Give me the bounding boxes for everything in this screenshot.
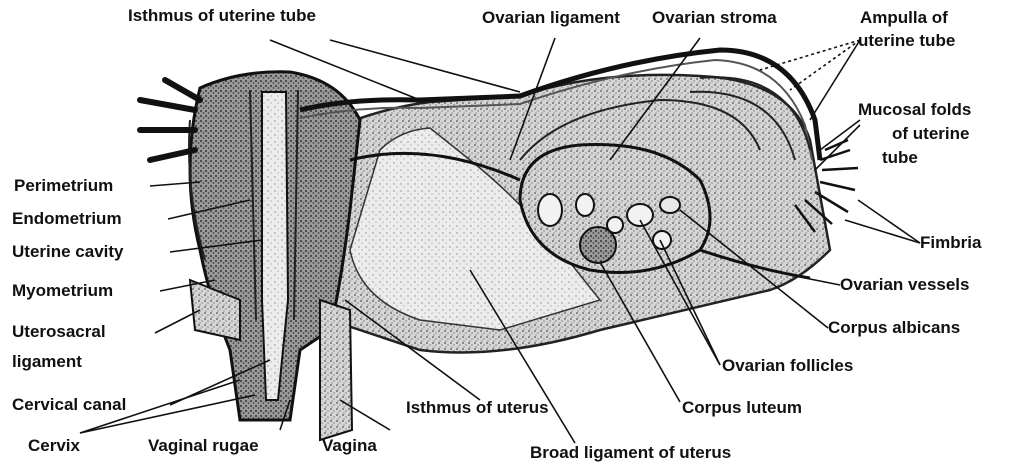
label-mucosal-folds-line2: of uterine <box>892 124 969 144</box>
label-perimetrium: Perimetrium <box>14 176 113 196</box>
corpus-luteum-shape <box>580 227 616 263</box>
uterine-vessels <box>140 80 200 160</box>
label-uterine-cavity: Uterine cavity <box>12 242 124 262</box>
label-ampulla-line2: uterine tube <box>858 31 955 51</box>
label-vaginal-rugae: Vaginal rugae <box>148 436 259 456</box>
label-ampulla-line1: Ampulla of <box>860 8 948 28</box>
label-myometrium: Myometrium <box>12 281 113 301</box>
label-broad-ligament: Broad ligament of uterus <box>530 443 731 463</box>
label-cervix: Cervix <box>28 436 80 456</box>
label-ovarian-follicles: Ovarian follicles <box>722 356 853 376</box>
label-uterosacral-line1: Uterosacral <box>12 322 106 342</box>
label-uterosacral-line2: ligament <box>12 352 82 372</box>
label-corpus-albicans: Corpus albicans <box>828 318 960 338</box>
label-fimbria: Fimbria <box>920 233 981 253</box>
label-corpus-luteum: Corpus luteum <box>682 398 802 418</box>
label-mucosal-folds-line1: Mucosal folds <box>858 100 971 120</box>
label-ovarian-ligament: Ovarian ligament <box>482 8 620 28</box>
label-ovarian-stroma: Ovarian stroma <box>652 8 777 28</box>
corpus-albicans-shape <box>660 197 680 213</box>
label-cervical-canal: Cervical canal <box>12 395 126 415</box>
label-isthmus-of-uterine-tube: Isthmus of uterine tube <box>128 6 316 26</box>
label-ovarian-vessels: Ovarian vessels <box>840 275 969 295</box>
label-endometrium: Endometrium <box>12 209 122 229</box>
vagina-shape <box>320 300 352 440</box>
label-isthmus-of-uterus: Isthmus of uterus <box>406 398 549 418</box>
label-mucosal-folds-line3: tube <box>882 148 918 168</box>
label-vagina: Vagina <box>322 436 377 456</box>
